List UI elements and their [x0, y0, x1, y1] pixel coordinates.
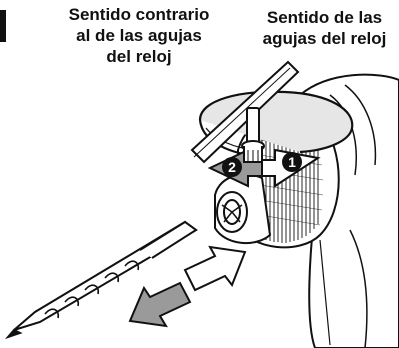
counterclockwise-label-line3: del reloj — [106, 47, 172, 66]
drill-bit — [4, 220, 198, 340]
clockwise-label-line2: agujas del reloj — [262, 29, 387, 48]
step-marker-1: 1 — [282, 152, 302, 172]
chuck-key — [190, 60, 300, 164]
step-marker-2: 2 — [222, 157, 242, 177]
page-tab-marker — [0, 10, 6, 42]
clockwise-label: Sentido de las agujas del reloj — [252, 7, 397, 49]
counterclockwise-label-line2: al de las agujas — [76, 26, 202, 45]
insert-arrow — [183, 245, 247, 292]
remove-arrow — [128, 281, 192, 328]
clockwise-label-line1: Sentido de las — [266, 8, 383, 27]
step-2-number: 2 — [228, 159, 236, 175]
counterclockwise-label: Sentido contrario al de las agujas del r… — [44, 4, 234, 67]
chuck-nose — [214, 173, 272, 245]
counterclockwise-label-line1: Sentido contrario — [68, 5, 210, 24]
step-1-number: 1 — [288, 154, 296, 170]
